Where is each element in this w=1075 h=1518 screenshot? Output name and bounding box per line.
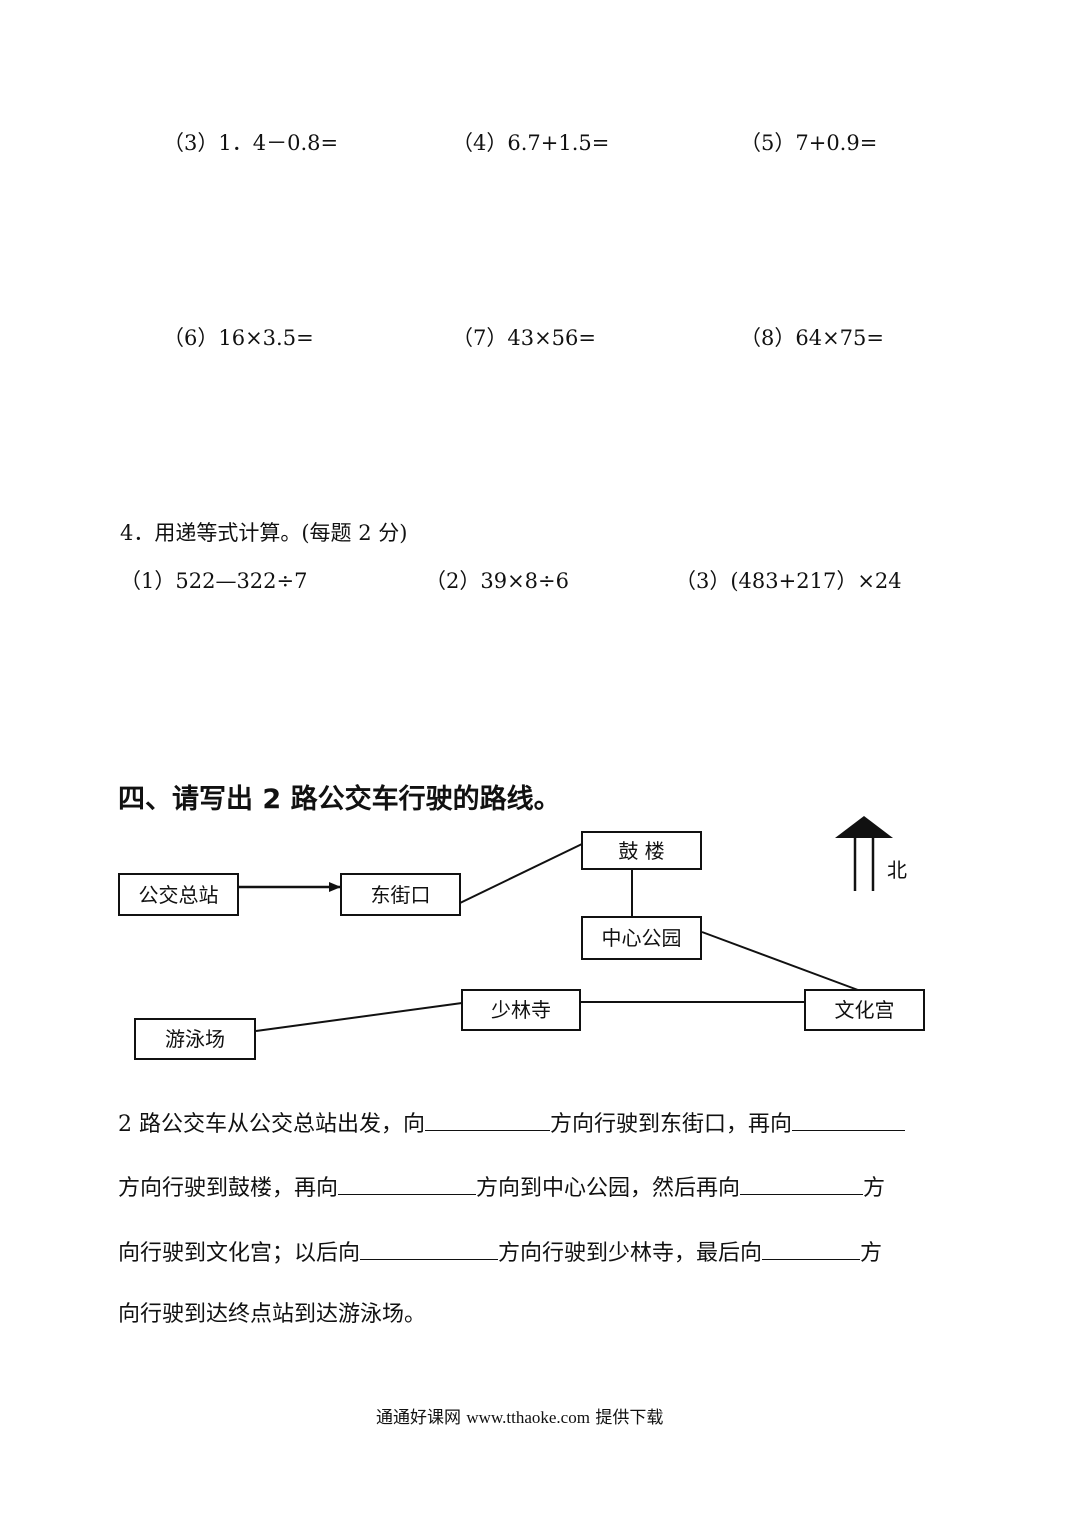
problem-4: （4）6.7+1.5=: [452, 131, 610, 155]
text-segment: 方向行驶到东街口，再向: [550, 1112, 793, 1137]
problem-3: （3）1．4－0.8=: [163, 131, 339, 155]
stepwise-item-2: （2）39×8÷6: [425, 569, 569, 593]
footer-url: www.tthaoke.com: [466, 1408, 590, 1427]
stop-box-bus-terminal: 公交总站: [118, 873, 239, 916]
problem-7: （7）43×56=: [452, 326, 596, 350]
text-segment: 方向行驶到鼓楼，再向: [118, 1176, 339, 1201]
answer-blank-5[interactable]: [360, 1239, 499, 1260]
section-4-title: 4．用递等式计算。(每题 2 分): [120, 521, 408, 545]
route-line-dongjiekou-to-gulou: [459, 843, 583, 904]
answer-blank-4[interactable]: [740, 1174, 864, 1195]
stop-box-central-park: 中心公园: [581, 916, 702, 960]
route-paragraph-line-1: 2 路公交车从公交总站出发，向 方向行驶到东街口，再向: [118, 1110, 906, 1137]
stop-box-shaolinsi: 少林寺: [461, 989, 581, 1031]
answer-blank-6[interactable]: [762, 1239, 861, 1260]
stop-box-swimming-pool: 游泳场: [134, 1018, 256, 1060]
route-line-shaolinsi-to-swimming: [255, 1002, 463, 1032]
text-segment: 方向到中心公园，然后再向: [476, 1176, 741, 1201]
stop-box-wenhuagong: 文化宫: [804, 989, 925, 1031]
problem-6: （6）16×3.5=: [163, 326, 314, 350]
text-segment: 向行驶到文化宫；以后向: [118, 1241, 361, 1266]
footer: 通通好课网 www.tthaoke.com 提供下载: [376, 1409, 663, 1427]
stop-box-dongjiekou: 东街口: [340, 873, 461, 916]
route-paragraph-line-2: 方向行驶到鼓楼，再向 方向到中心公园，然后再向 方: [118, 1174, 885, 1200]
text-segment: 方向行驶到少林寺，最后向: [498, 1241, 763, 1266]
problem-5: （5）7+0.9=: [740, 131, 878, 155]
problem-8: （8）64×75=: [740, 326, 884, 350]
answer-blank-2[interactable]: [792, 1110, 906, 1131]
north-label: 北: [887, 858, 907, 882]
text-segment: 方: [860, 1241, 883, 1266]
stepwise-item-1: （1）522—322÷7: [120, 569, 308, 593]
route-paragraph-line-4: 向行驶到达终点站到达游泳场。: [118, 1302, 427, 1327]
text-segment: 方: [863, 1176, 886, 1201]
answer-blank-1[interactable]: [425, 1110, 550, 1131]
route-line-park-to-wenhuagong: [701, 931, 859, 991]
answer-blank-3[interactable]: [338, 1174, 477, 1195]
text-segment: 2 路公交车从公交总站出发，向: [118, 1112, 425, 1137]
route-paragraph-line-3: 向行驶到文化宫；以后向 方向行驶到少林寺，最后向 方: [118, 1239, 882, 1265]
north-arrow-icon: [835, 816, 893, 891]
footer-suffix: 提供下载: [595, 1408, 664, 1428]
stop-box-gulou: 鼓 楼: [581, 831, 702, 870]
stepwise-item-3: （3）(483+217）×24: [675, 569, 902, 593]
part-4-heading: 四、请写出 2 路公交车行驶的路线。: [118, 784, 561, 815]
footer-site-name: 通通好课网: [376, 1408, 461, 1428]
